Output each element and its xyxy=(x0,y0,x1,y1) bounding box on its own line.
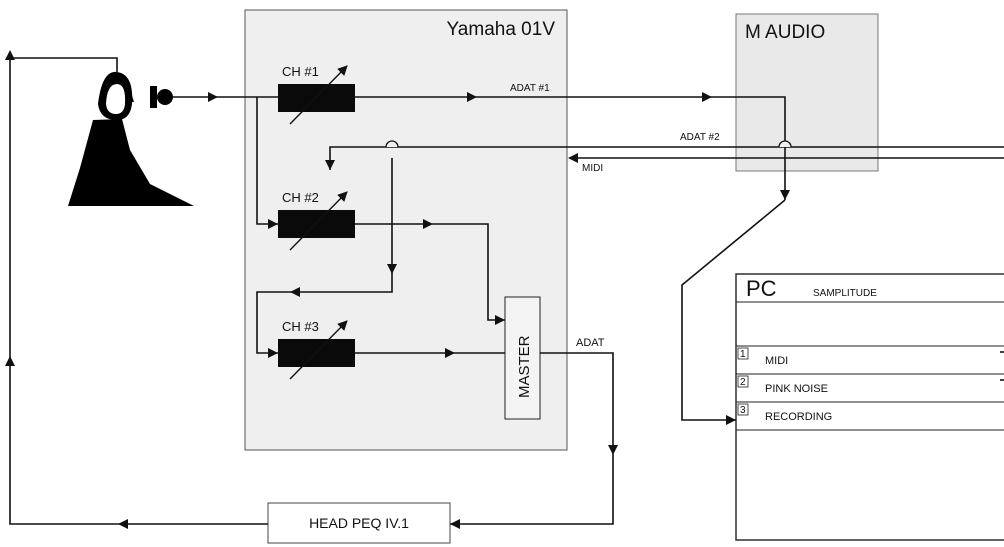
track-label: MIDI xyxy=(765,355,788,367)
fader-knob-icon xyxy=(289,65,348,125)
microphone-icon xyxy=(150,86,173,108)
master-block: MASTER xyxy=(504,296,541,420)
channel-label: CH #3 xyxy=(282,319,319,334)
track-row-pink-noise: 2 PINK NOISE xyxy=(737,375,828,395)
fader-knob-icon xyxy=(289,191,348,251)
track-number: 2 xyxy=(740,377,746,388)
channel-label: CH #1 xyxy=(282,64,319,79)
interface-title: M AUDIO xyxy=(745,22,825,43)
m-audio-interface-panel: M AUDIO xyxy=(735,13,879,172)
track-row-midi: 1 MIDI xyxy=(737,347,788,367)
channel-strip-1: CH #1 xyxy=(278,64,355,125)
master-label: MASTER xyxy=(516,335,533,398)
track-label: PINK NOISE xyxy=(765,383,828,395)
signal-lines xyxy=(9,57,1004,525)
line-crossings xyxy=(385,140,792,148)
pc-software-label: SAMPLITUDE xyxy=(813,288,877,299)
channel-label: CH #2 xyxy=(282,190,319,205)
track-label: RECORDING xyxy=(765,411,832,423)
adat-out-label: ADAT xyxy=(576,337,605,349)
channel-strip-3: CH #3 xyxy=(278,319,355,380)
track-number: 3 xyxy=(740,405,746,416)
listener-icon xyxy=(68,71,194,206)
midi-label: MIDI xyxy=(582,163,603,174)
headphone-eq-label: HEAD PEQ IV.1 xyxy=(309,515,409,531)
adat2-label: ADAT #2 xyxy=(680,132,720,143)
fader-knob-icon xyxy=(289,320,348,380)
flow-arrows xyxy=(5,50,790,529)
mixer-title: Yamaha 01V xyxy=(447,19,556,40)
headphone-eq-box: HEAD PEQ IV.1 xyxy=(267,502,451,544)
pc-title: PC xyxy=(746,276,777,301)
pc-samplitude-panel: PC SAMPLITUDE 1 MIDI 2 PINK NOISE 3 RECO… xyxy=(735,273,1004,541)
track-number: 1 xyxy=(740,349,746,360)
channel-strip-2: CH #2 xyxy=(278,190,355,251)
track-row-recording: 3 RECORDING xyxy=(737,403,832,423)
adat1-label: ADAT #1 xyxy=(510,83,550,94)
